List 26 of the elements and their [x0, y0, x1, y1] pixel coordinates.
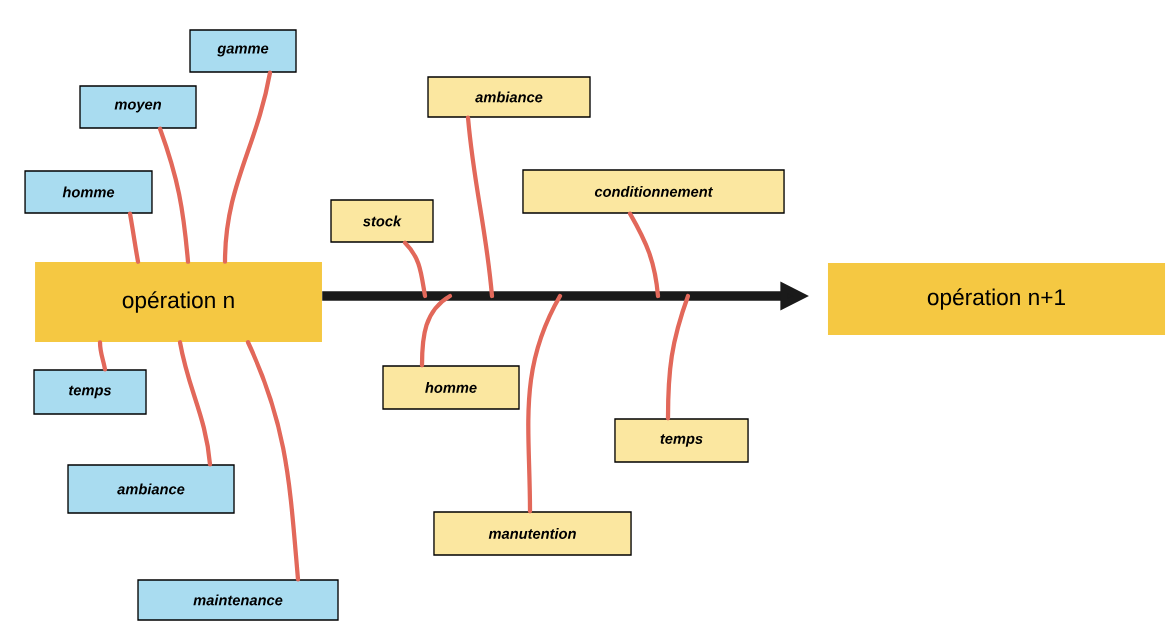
cause-label-box: maintenance: [137, 579, 339, 621]
leader-line: [627, 211, 661, 299]
leader-line: [97, 340, 108, 372]
operation-box: opération n+1: [827, 263, 1166, 335]
leader-line: [419, 293, 453, 368]
leader-line: [465, 115, 495, 299]
leader-line: [127, 211, 141, 264]
cause-label-box: homme: [382, 365, 520, 410]
cause-label-box: homme: [24, 170, 153, 214]
cause-label-box: moyen: [79, 85, 197, 129]
cause-label-box: manutention: [433, 511, 632, 556]
cause-label-box: temps: [614, 418, 749, 463]
leader-line: [222, 70, 273, 264]
cause-label-box: gamme: [189, 29, 297, 73]
leader-line: [157, 126, 191, 264]
leader-line: [402, 240, 428, 299]
leader-line: [177, 340, 213, 467]
cause-label-box: temps: [33, 369, 147, 415]
leader-line: [665, 293, 691, 421]
leader-line: [526, 293, 563, 514]
cause-label-box: stock: [330, 199, 434, 243]
cause-label-box: ambiance: [427, 76, 591, 118]
operation-box: opération n: [35, 262, 322, 342]
leader-line: [245, 340, 301, 582]
cause-label-box: ambiance: [67, 464, 235, 514]
cause-label-box: conditionnement: [522, 169, 785, 214]
